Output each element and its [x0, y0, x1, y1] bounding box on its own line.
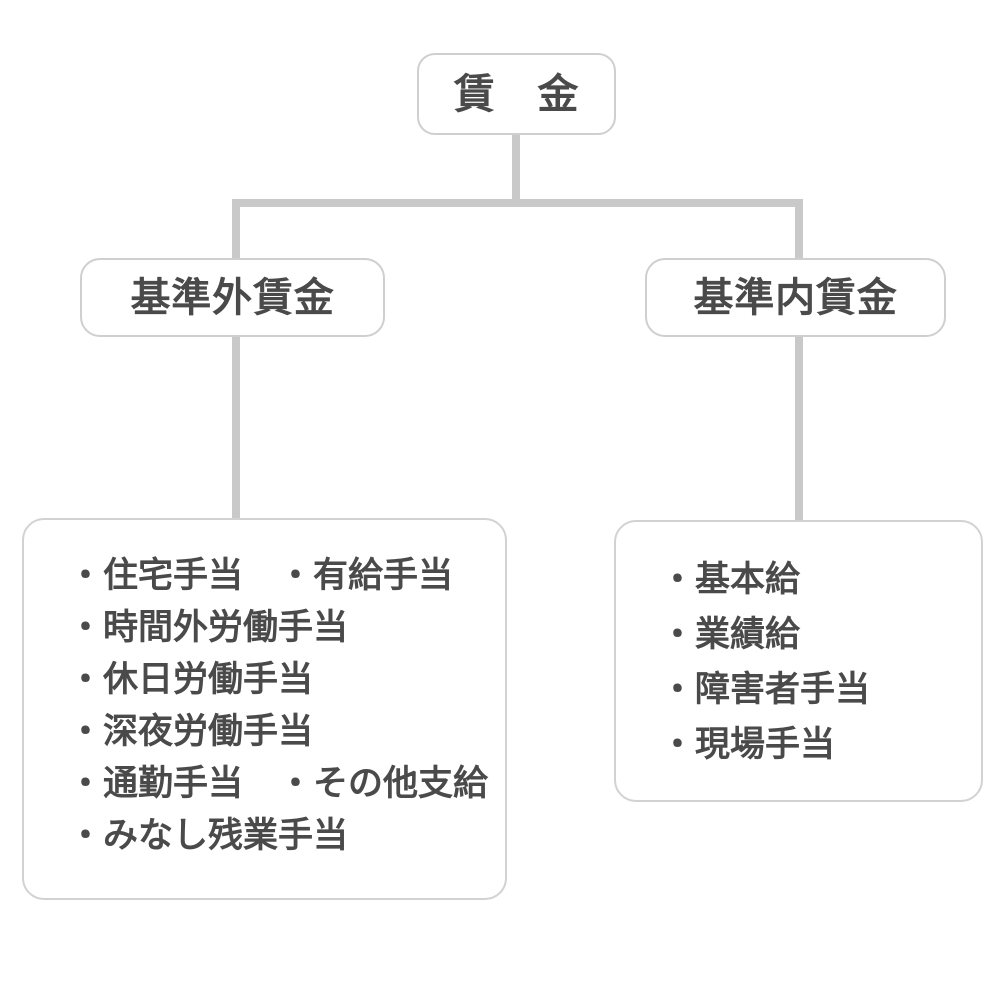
list-item: ・深夜労働手当	[68, 712, 314, 751]
node-non-standard-wage-label: 基準外賃金	[130, 275, 335, 320]
list-item: ・業績給	[660, 615, 801, 654]
list-item: ・住宅手当 ・有給手当	[68, 556, 454, 595]
list-item: ・休日労働手当	[68, 660, 314, 699]
connector-horizontal-bus	[232, 199, 803, 207]
list-item: ・現場手当	[660, 725, 836, 764]
node-standard-wage-label: 基準内賃金	[693, 275, 898, 320]
list-standard-wage: ・基本給 ・業績給 ・障害者手当 ・現場手当	[660, 552, 981, 772]
node-standard-wage[interactable]: 基準内賃金	[645, 258, 946, 337]
list-item: ・障害者手当	[660, 670, 871, 709]
connector-root-stem	[512, 133, 520, 203]
listbox-non-standard-wage-items: ・住宅手当 ・有給手当 ・時間外労働手当 ・休日労働手当 ・深夜労働手当 ・通勤…	[22, 518, 507, 900]
node-non-standard-wage[interactable]: 基準外賃金	[80, 258, 385, 337]
connector-right-branch-to-list	[795, 334, 803, 524]
node-wage-root[interactable]: 賃 金	[417, 53, 616, 135]
list-non-standard-wage: ・住宅手当 ・有給手当 ・時間外労働手当 ・休日労働手当 ・深夜労働手当 ・通勤…	[68, 550, 505, 862]
list-item: ・みなし残業手当	[68, 816, 349, 855]
listbox-standard-wage-items: ・基本給 ・業績給 ・障害者手当 ・現場手当	[614, 520, 983, 802]
connector-drop-right	[795, 199, 803, 261]
connector-left-branch-to-list	[232, 334, 240, 522]
connector-drop-left	[232, 199, 240, 261]
node-wage-root-label: 賃 金	[453, 70, 580, 117]
list-item: ・時間外労働手当	[68, 608, 349, 647]
list-item: ・通勤手当 ・その他支給	[68, 764, 489, 803]
list-item: ・基本給	[660, 560, 801, 599]
